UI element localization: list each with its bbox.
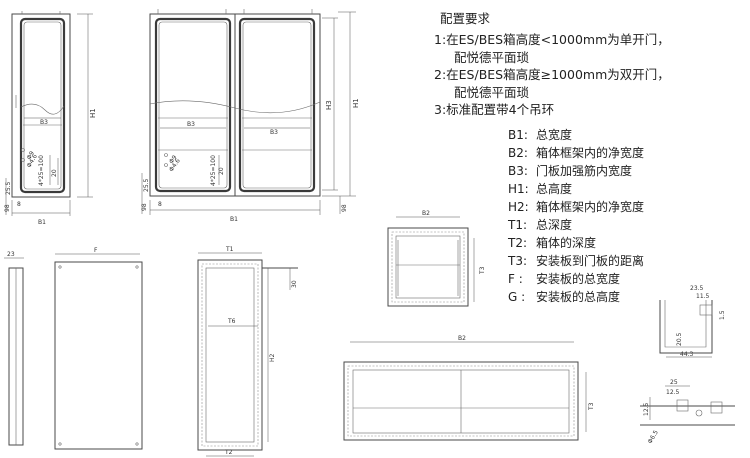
hole-pattern-detail: 25 12.5 12.5 Φ6.5 bbox=[640, 379, 735, 445]
legend-code: B1: bbox=[508, 128, 528, 142]
top-view-single: B2 T3 bbox=[387, 210, 486, 307]
dim-f: F bbox=[94, 247, 98, 254]
legend-code: T3: bbox=[508, 254, 528, 268]
dim-23-5: 23.5 bbox=[690, 285, 704, 292]
legend-text: 总高度 bbox=[536, 182, 573, 196]
legend-text: 箱体的深度 bbox=[536, 236, 597, 250]
dim-25-5-double: 25.5 bbox=[143, 178, 150, 192]
dim-b3-left: B3 bbox=[187, 121, 195, 128]
dim-phi9-single: Φ9 bbox=[26, 150, 36, 161]
dim-20-double: 20 bbox=[218, 167, 225, 175]
requirement-2-cont: 配悦德平面琐 bbox=[454, 85, 530, 100]
dim-1-5: 1.5 bbox=[719, 310, 726, 320]
dim-98-double: 98 bbox=[141, 203, 148, 211]
dim-b3-right: B3 bbox=[270, 129, 278, 136]
dim-t3-large: T3 bbox=[588, 402, 595, 411]
legend-text: 箱体框架内的净宽度 bbox=[536, 146, 645, 160]
dim-11-5: 11.5 bbox=[696, 293, 710, 300]
legend-text: 门板加强筋内宽度 bbox=[536, 164, 633, 178]
dim-b1-double: B1 bbox=[230, 216, 238, 223]
dim-t6: T6 bbox=[227, 318, 236, 325]
legend-code: H1: bbox=[508, 182, 529, 196]
dim-44-3: 44.3 bbox=[680, 351, 694, 358]
requirement-3: 3:标准配置带4个吊环 bbox=[434, 102, 555, 117]
legend-code: H2: bbox=[508, 200, 529, 214]
double-door-front-view: B3 B3 Φ4.6 Φ9 4*25=100 20 25.5 98 8 B1 H… bbox=[141, 9, 360, 223]
dim-h3: H3 bbox=[325, 100, 333, 110]
dim-25-5-single: 25.5 bbox=[5, 181, 12, 195]
dim-h2: H2 bbox=[269, 353, 276, 362]
mounting-plate-views: 23 F bbox=[4, 247, 143, 450]
dim-23-plate: 23 bbox=[7, 251, 15, 258]
legend-code: F : bbox=[508, 272, 523, 286]
legend-text: 总深度 bbox=[536, 218, 573, 232]
legend-text: 总宽度 bbox=[536, 128, 573, 142]
dim-slot-single: 4*25=100 bbox=[38, 155, 45, 186]
dim-30: 30 bbox=[291, 280, 298, 288]
single-door-front-view: B3 Φ4.6 Φ9 4*25=100 20 25.5 98 8 B1 H1 bbox=[4, 11, 97, 226]
dim-12-5-a: 12.5 bbox=[666, 389, 680, 396]
dim-12-5-b: 12.5 bbox=[643, 402, 650, 416]
dim-h1-double: H1 bbox=[352, 98, 360, 108]
legend-text: 安装板的总宽度 bbox=[536, 272, 621, 286]
requirements-title: 配置要求 bbox=[440, 11, 491, 26]
dim-b2-large: B2 bbox=[458, 335, 466, 342]
dim-t3-small: T3 bbox=[479, 266, 486, 275]
dim-b3-single: B3 bbox=[40, 119, 48, 126]
requirement-2: 2:在ES/BES箱高度≥1000mm为双开门， bbox=[434, 67, 670, 82]
dim-b1-single: B1 bbox=[38, 219, 46, 226]
dim-h1-single: H1 bbox=[89, 108, 97, 118]
dim-phi9-double: Φ9 bbox=[168, 154, 179, 165]
dim-25: 25 bbox=[670, 379, 678, 386]
legend-text: 箱体框架内的净宽度 bbox=[536, 200, 645, 214]
dim-phi-6-5: Φ6.5 bbox=[647, 429, 660, 445]
dim-8-single: 8 bbox=[17, 201, 21, 208]
legend-text: 安装板的总高度 bbox=[536, 290, 621, 304]
dim-t2: T2 bbox=[224, 449, 233, 456]
dim-98-single: 98 bbox=[4, 204, 11, 212]
legend-code: B3: bbox=[508, 164, 528, 178]
dim-20-single: 20 bbox=[51, 169, 58, 177]
requirement-1-cont: 配悦德平面琐 bbox=[454, 50, 530, 65]
legend-code: G : bbox=[508, 290, 526, 304]
dim-98-right: 98 bbox=[341, 204, 348, 212]
legend-code: T1: bbox=[508, 218, 528, 232]
side-section-view: T1 30 T6 H2 T2 bbox=[197, 246, 298, 457]
dim-b2-small: B2 bbox=[422, 210, 430, 217]
profile-detail: 23.5 11.5 1.5 20.5 44.3 bbox=[659, 285, 726, 358]
legend-text: 安装板到门板的距离 bbox=[536, 254, 645, 268]
dim-slot-double: 4*25=100 bbox=[210, 155, 217, 186]
dim-8-double: 8 bbox=[158, 201, 162, 208]
legend-code: B2: bbox=[508, 146, 528, 160]
top-view-double: B2 T3 bbox=[343, 335, 595, 441]
dim-t1: T1 bbox=[225, 246, 234, 253]
legend-code: T2: bbox=[508, 236, 528, 250]
requirement-1: 1:在ES/BES箱高度<1000mm为单开门， bbox=[434, 32, 670, 47]
dim-20-5: 20.5 bbox=[676, 332, 683, 346]
